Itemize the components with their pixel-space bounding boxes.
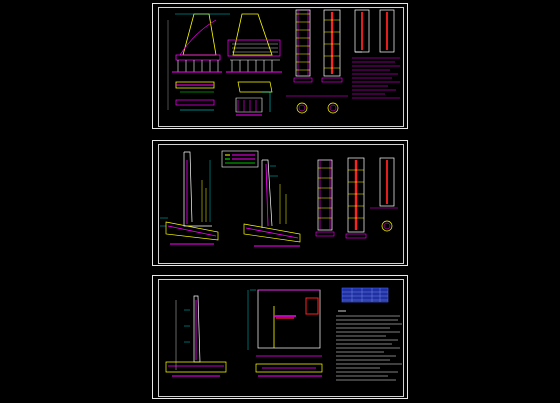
sheet-1-section-a bbox=[172, 13, 230, 111]
sheet-1-notes bbox=[167, 20, 400, 110]
sheet-1-column-details bbox=[286, 9, 395, 114]
drawing-sheet-1[interactable] bbox=[152, 3, 408, 129]
sheet-2-wall-section-b bbox=[243, 159, 301, 247]
drawing-sheet-2[interactable] bbox=[152, 140, 408, 266]
sheet-1-inner-frame bbox=[158, 7, 404, 127]
drawing-sheet-3[interactable] bbox=[152, 275, 408, 399]
sheet-1-section-b bbox=[226, 13, 282, 116]
sheet-3-notes bbox=[336, 310, 402, 381]
sheet-2-wall-section-a bbox=[160, 151, 219, 245]
sheet-2-legend-box bbox=[221, 150, 259, 168]
sheet-3-rebar-table bbox=[341, 287, 389, 303]
sheet-2-inner-frame bbox=[158, 144, 404, 264]
sheet-3-plan-view bbox=[247, 289, 323, 377]
sheet-3-wall-section bbox=[165, 295, 227, 377]
sheet-2-column-details bbox=[315, 157, 398, 239]
sheet-3-inner-frame bbox=[158, 279, 404, 397]
